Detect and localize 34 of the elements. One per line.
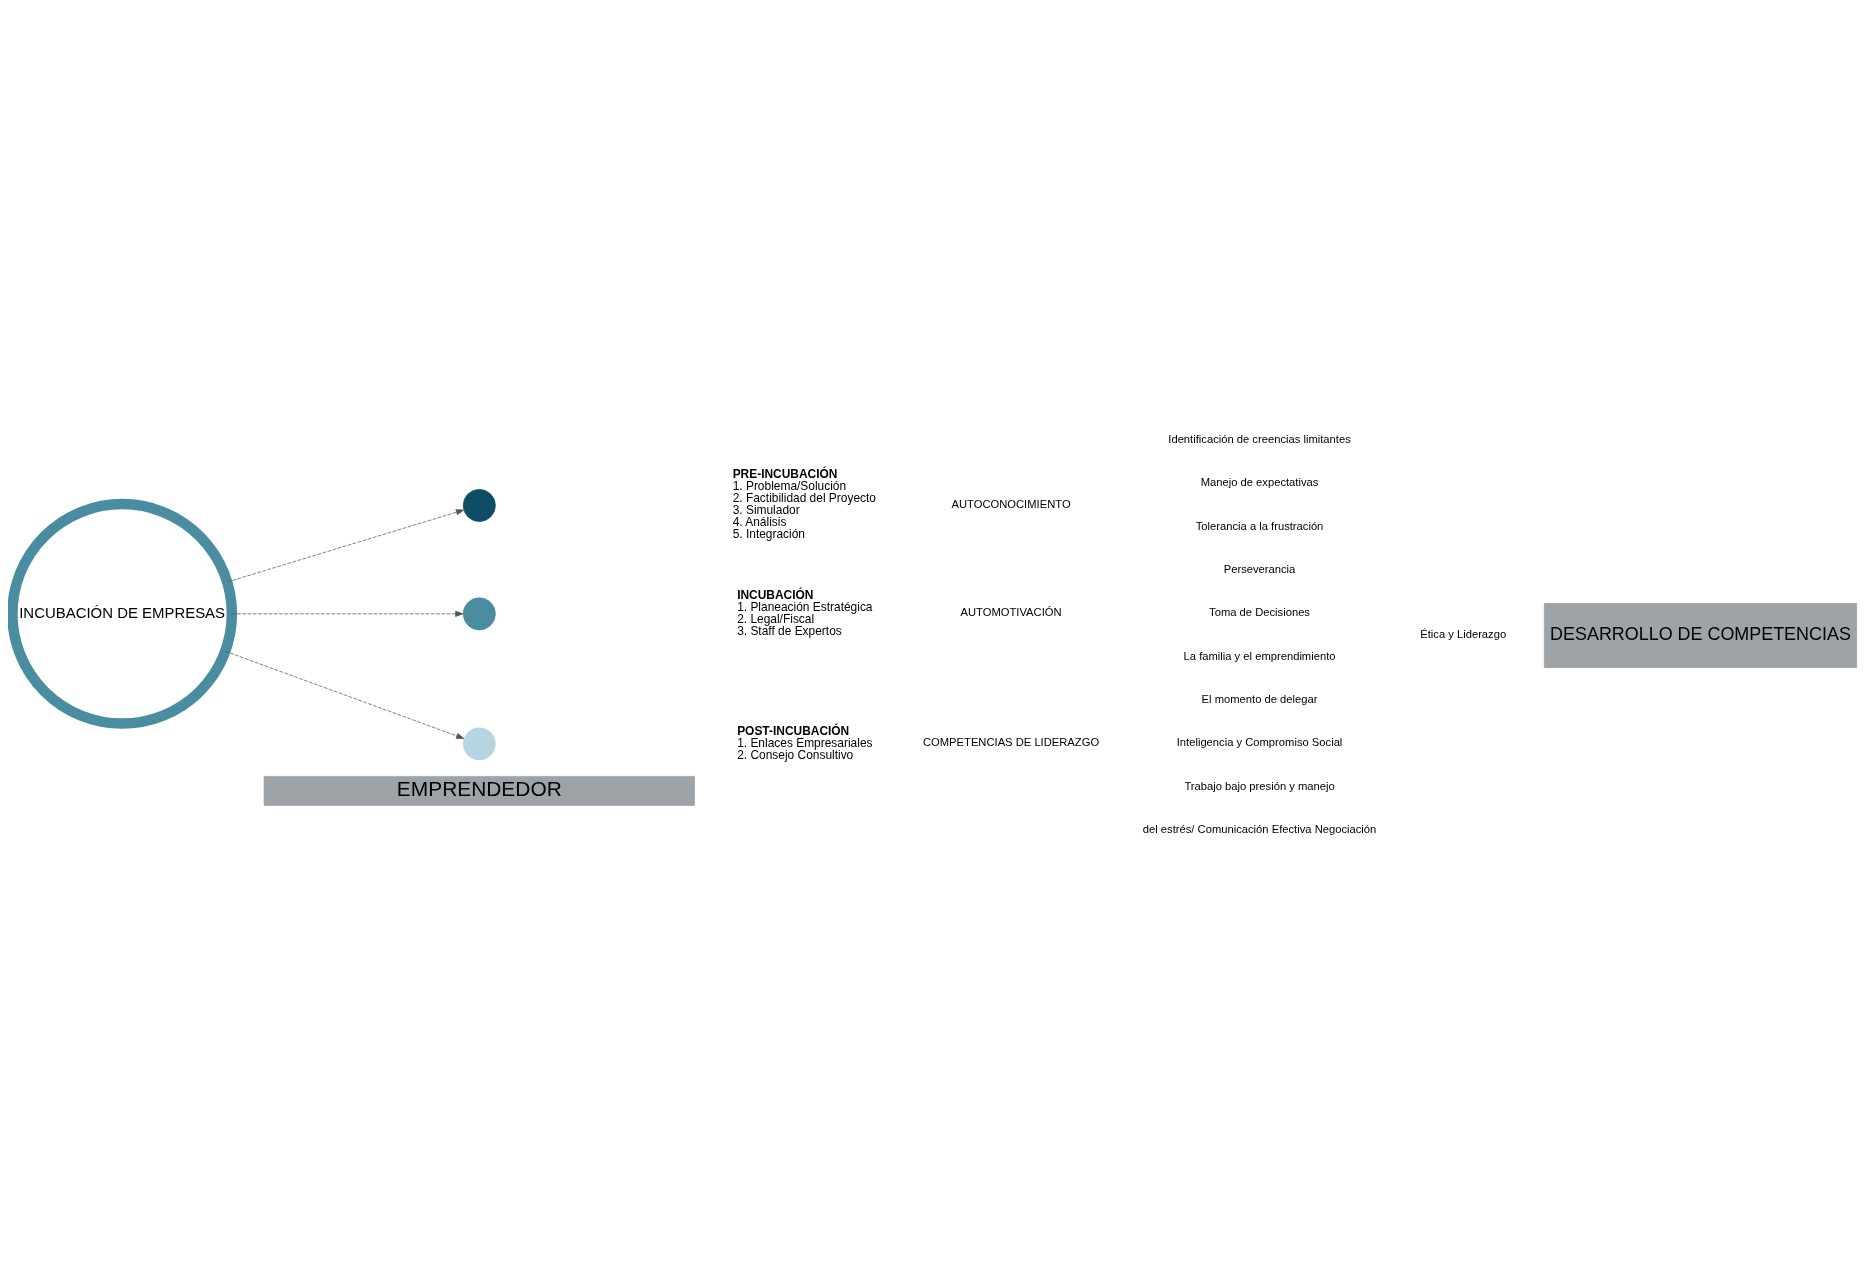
node-circle: INCUBACIÓN DE EMPRESAS (8, 498, 238, 729)
node-label: 1. Enlaces Empresariales (737, 735, 873, 750)
label: Tolerancia a la frustración (1195, 519, 1324, 532)
node-box: EMPRENDEDOR (263, 775, 695, 806)
label: El momento de delegar (1201, 692, 1318, 705)
node-box: DESARROLLO DE COMPETENCIAS (1543, 602, 1858, 668)
node-circle (462, 596, 496, 630)
node-circle (462, 488, 496, 522)
node-label: 3. Simulador (732, 502, 800, 517)
label: del estrés/ Comunicación Efectiva Negociación (1142, 822, 1377, 835)
node-label: 5. Integración (732, 526, 805, 541)
label: Inteligencia y Compromiso Social (1176, 735, 1343, 748)
arrow (225, 650, 465, 739)
label: AUTOMOTIVACIÓN (960, 605, 1062, 618)
label: Ética y Liderazgo (1420, 627, 1507, 640)
node-label: 1. Planeación Estratégica (737, 599, 873, 614)
label: COMPETENCIAS DE LIDERAZGO (922, 735, 1100, 748)
node-label: INCUBACIÓN (737, 587, 814, 602)
node-label: 2. Legal/Fiscal (737, 611, 815, 626)
node-label: PRE-INCUBACIÓN (732, 466, 838, 481)
label: Trabajo bajo presión y manejo (1184, 779, 1335, 792)
node-label: 1. Problema/Solución (732, 478, 847, 493)
label: Toma de Decisiones (1209, 605, 1310, 618)
arrow (227, 508, 465, 582)
node-circle (462, 726, 496, 760)
node-label: 4. Análisis (732, 514, 787, 529)
label: AUTOCONOCIMIENTO (951, 497, 1071, 510)
label: La familia y el emprendimiento (1183, 649, 1336, 662)
label: Identificación de creencias limitantes (1168, 432, 1351, 445)
label: Manejo de expectativas (1200, 475, 1319, 488)
node-label: POST-INCUBACIÓN (737, 723, 850, 738)
node-label: 2. Factibilidad del Proyecto (732, 490, 876, 505)
arrow (231, 610, 464, 617)
label: Perseverancia (1223, 562, 1296, 575)
